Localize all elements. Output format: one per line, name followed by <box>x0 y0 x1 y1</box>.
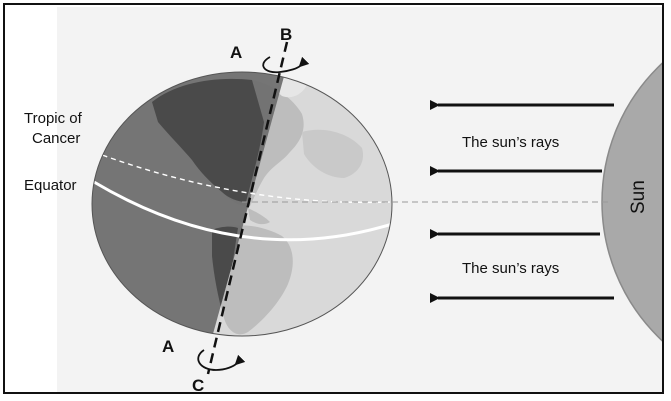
atlantic-shading <box>302 129 364 178</box>
sun-label: Sun <box>628 180 649 214</box>
central-america-land <box>248 208 270 225</box>
globe-outline <box>91 71 393 337</box>
equator-line <box>93 180 392 242</box>
diagram-frame: Tropic of Cancer Equator A B A C The sun… <box>3 3 664 394</box>
axis-label-a-top: A <box>230 43 242 62</box>
axis-label-c: C <box>192 376 204 394</box>
axis-label-b: B <box>280 25 292 44</box>
rays-label-lower: The sun’s rays <box>462 260 559 277</box>
earth-sun-diagram: Tropic of Cancer Equator A B A C The sun… <box>5 5 662 394</box>
equator-label: Equator <box>24 177 77 194</box>
night-land <box>152 78 264 202</box>
earth-axis <box>206 41 289 375</box>
top-rotation-arrow <box>262 56 310 74</box>
axis-label-a-bottom: A <box>162 337 174 356</box>
night-land-south <box>212 226 238 318</box>
rays-label-upper: The sun’s rays <box>462 134 559 151</box>
tropic-label-line1: Tropic of <box>24 110 83 127</box>
tropic-label-line2: Cancer <box>32 130 80 147</box>
bottom-rotation-arrow <box>197 349 246 371</box>
